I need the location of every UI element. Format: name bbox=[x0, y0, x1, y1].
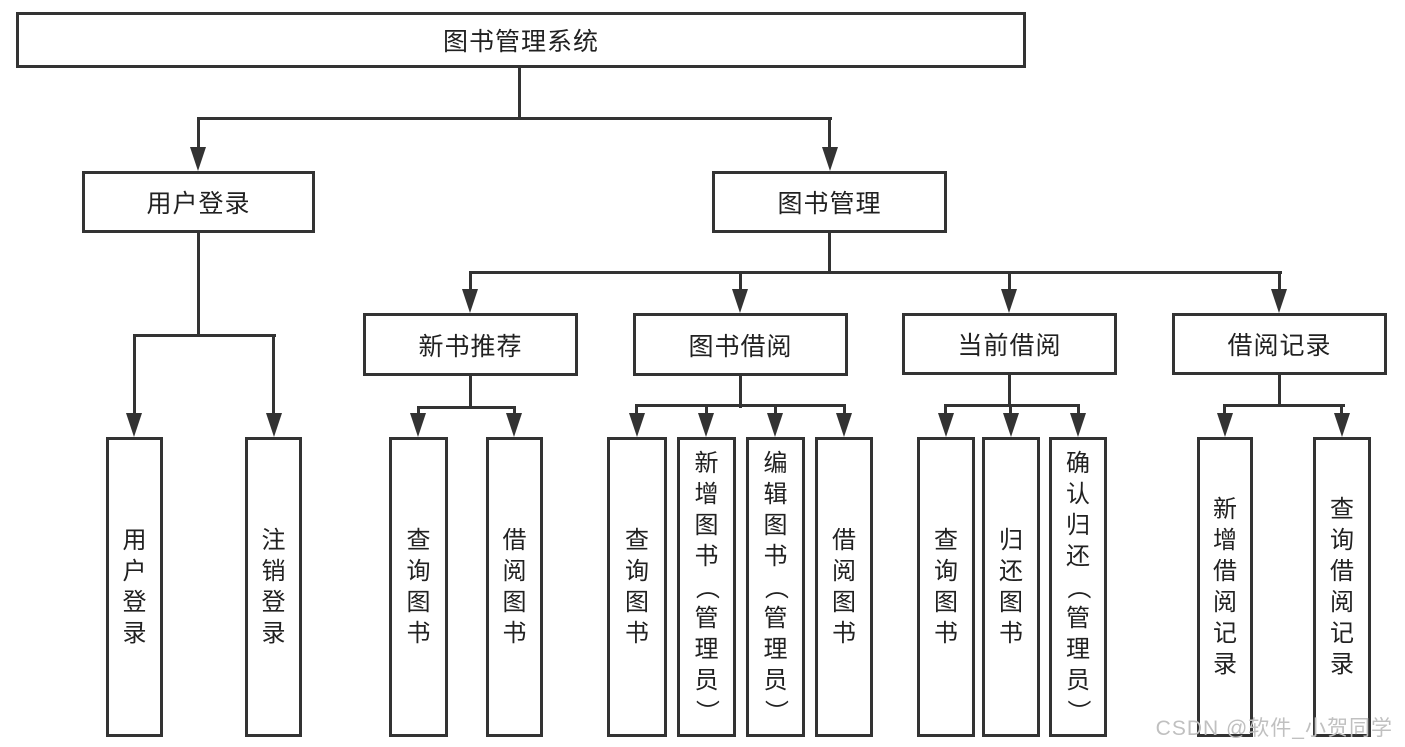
leaf-borrow-books-recommend: 借阅图书 bbox=[486, 437, 543, 737]
arrowhead-down-icon bbox=[506, 413, 522, 437]
arrowhead-down-icon bbox=[698, 413, 714, 437]
connector-drop-leaf bbox=[944, 404, 947, 416]
connector-drop-leaf bbox=[1340, 404, 1343, 416]
connector-drop-leaf bbox=[635, 404, 638, 416]
connector-userlogin-rail bbox=[133, 334, 276, 337]
arrowhead-down-icon bbox=[410, 413, 426, 437]
node-new-book-recommend: 新书推荐 bbox=[363, 313, 578, 376]
leaf-query-books-current: 查询图书 bbox=[917, 437, 975, 737]
node-current-borrowing: 当前借阅 bbox=[902, 313, 1117, 375]
leaf-user-login: 用户登录 bbox=[106, 437, 163, 737]
connector-drop-leaf bbox=[705, 404, 708, 416]
arrowhead-down-icon bbox=[836, 413, 852, 437]
arrowhead-down-icon bbox=[767, 413, 783, 437]
arrowhead-down-icon bbox=[732, 289, 748, 313]
arrowhead-down-icon bbox=[462, 289, 478, 313]
connector-borrowrecord-rail bbox=[1223, 404, 1345, 407]
leaf-add-borrow-record: 新增借阅记录 bbox=[1197, 437, 1253, 737]
node-library-management-system: 图书管理系统 bbox=[16, 12, 1026, 68]
arrowhead-down-icon bbox=[190, 147, 206, 171]
connector-bookborrow-stem bbox=[739, 376, 742, 408]
arrowhead-down-icon bbox=[822, 147, 838, 171]
node-book-management: 图书管理 bbox=[712, 171, 947, 233]
arrowhead-down-icon bbox=[1070, 413, 1086, 437]
watermark: CSDN @软件_小贺同学 bbox=[1155, 717, 1393, 740]
connector-borrowrecord-stem bbox=[1278, 375, 1281, 407]
connector-newbook-stem bbox=[469, 376, 472, 409]
leaf-return-books: 归还图书 bbox=[982, 437, 1040, 737]
connector-root-rail bbox=[197, 117, 832, 120]
connector-bookmgmt-stem bbox=[828, 233, 831, 274]
connector-drop-leaf bbox=[133, 334, 136, 416]
leaf-confirm-return-admin: 确认归还（管理员） bbox=[1049, 437, 1107, 737]
connector-drop-leaf bbox=[774, 404, 777, 416]
connector-root-stem bbox=[518, 66, 521, 120]
leaf-query-books-recommend: 查询图书 bbox=[389, 437, 448, 737]
leaf-logout: 注销登录 bbox=[245, 437, 302, 737]
node-book-borrowing: 图书借阅 bbox=[633, 313, 848, 376]
connector-bookborrow-rail bbox=[635, 404, 846, 407]
connector-currentborrow-rail bbox=[944, 404, 1080, 407]
arrowhead-down-icon bbox=[1003, 413, 1019, 437]
connector-drop-level3 bbox=[469, 271, 472, 292]
connector-drop-level3 bbox=[1008, 271, 1011, 292]
arrowhead-down-icon bbox=[1217, 413, 1233, 437]
connector-drop-leaf bbox=[272, 334, 275, 416]
leaf-edit-book-admin: 编辑图书（管理员） bbox=[746, 437, 805, 737]
connector-drop-leaf bbox=[513, 406, 516, 416]
node-user-login: 用户登录 bbox=[82, 171, 315, 233]
connector-drop-user-login bbox=[197, 117, 200, 150]
connector-drop-leaf bbox=[1009, 404, 1012, 416]
arrowhead-down-icon bbox=[1271, 289, 1287, 313]
arrowhead-down-icon bbox=[266, 413, 282, 437]
leaf-borrow-books-borrowing: 借阅图书 bbox=[815, 437, 873, 737]
arrowhead-down-icon bbox=[1001, 289, 1017, 313]
connector-drop-leaf bbox=[843, 404, 846, 416]
arrowhead-down-icon bbox=[938, 413, 954, 437]
connector-userlogin-stem bbox=[197, 233, 200, 337]
connector-drop-leaf bbox=[1223, 404, 1226, 416]
connector-drop-leaf bbox=[417, 406, 420, 416]
leaf-add-book-admin: 新增图书（管理员） bbox=[677, 437, 736, 737]
connector-currentborrow-stem bbox=[1008, 375, 1011, 407]
leaf-query-borrow-record: 查询借阅记录 bbox=[1313, 437, 1371, 737]
node-borrowing-records: 借阅记录 bbox=[1172, 313, 1387, 375]
arrowhead-down-icon bbox=[629, 413, 645, 437]
connector-newbook-rail bbox=[417, 406, 516, 409]
leaf-query-books-borrowing: 查询图书 bbox=[607, 437, 667, 737]
arrowhead-down-icon bbox=[1334, 413, 1350, 437]
connector-drop-level3 bbox=[739, 271, 742, 292]
arrowhead-down-icon bbox=[126, 413, 142, 437]
connector-drop-leaf bbox=[1077, 404, 1080, 416]
connector-bookmgmt-rail bbox=[469, 271, 1282, 274]
connector-drop-book-management bbox=[828, 117, 831, 150]
connector-drop-level3 bbox=[1278, 271, 1281, 292]
